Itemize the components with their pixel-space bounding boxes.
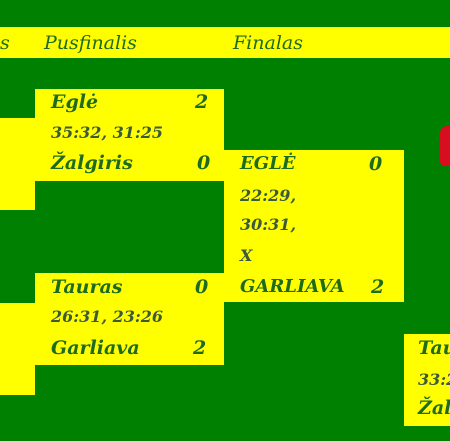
semifinal-1-sets: 35:32, 31:25 xyxy=(51,123,164,142)
right-partial-team1: Tau xyxy=(418,337,450,359)
semifinal-2-team2: Garliava xyxy=(51,337,140,359)
right-partial-box xyxy=(404,334,450,426)
final-team1: EGLĖ xyxy=(240,153,296,174)
final-score2: 2 xyxy=(371,276,385,298)
semifinal-2-team1: Tauras xyxy=(51,276,123,298)
semifinal-2-sets: 26:31, 23:26 xyxy=(51,307,164,326)
right-partial-sets: 33:2 xyxy=(418,370,450,389)
red-trophy-shape xyxy=(440,124,450,168)
header-semifinal: Pusfinalis xyxy=(44,32,137,54)
semifinal-1-score2: 0 xyxy=(197,152,211,174)
final-box xyxy=(224,150,404,302)
left-partial-box-2 xyxy=(0,303,35,395)
right-partial-team2: Žal xyxy=(418,397,450,419)
final-team2: GARLIAVA xyxy=(240,276,345,297)
final-sets-line1: 22:29, xyxy=(240,186,297,205)
final-score1: 0 xyxy=(369,153,383,175)
semifinal-1-box xyxy=(35,89,224,181)
semifinal-2-box xyxy=(35,273,224,365)
semifinal-2-score1: 0 xyxy=(195,276,209,298)
left-partial-box-1 xyxy=(0,118,35,210)
semifinal-1-team2: Žalgiris xyxy=(51,152,133,174)
final-sets-line2: 30:31, xyxy=(240,215,297,234)
header-col0-partial: s xyxy=(0,32,10,54)
final-sets-line3: X xyxy=(240,246,253,265)
semifinal-1-team1: Eglė xyxy=(51,91,99,113)
semifinal-2-score2: 2 xyxy=(193,337,207,359)
header-final: Finalas xyxy=(233,32,303,54)
semifinal-1-score1: 2 xyxy=(195,91,209,113)
header-bar xyxy=(0,27,450,58)
